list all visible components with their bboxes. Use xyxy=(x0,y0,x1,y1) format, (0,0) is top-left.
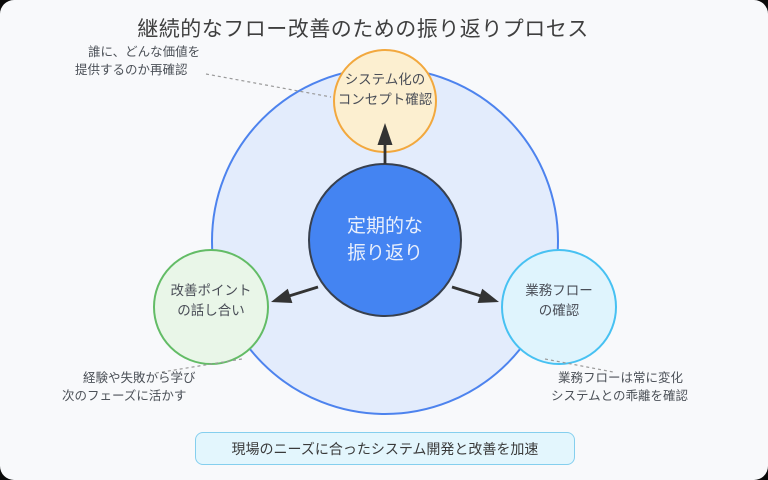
annotation-top-left-line2: 提供するのか再確認 xyxy=(75,63,188,77)
page-title: 継続的なフロー改善のための振り返りプロセス xyxy=(137,18,589,41)
annotation-bottom-right-line2: システムとの乖離を確認 xyxy=(551,389,689,403)
annotation-bottom-left-line2: 次のフェーズに活かす xyxy=(62,389,187,403)
footer-summary-text: 現場のニーズに合ったシステム開発と改善を加速 xyxy=(231,440,539,457)
workflow-check-circle xyxy=(501,249,617,365)
workflow-check-line1: 業務フロー xyxy=(525,283,593,298)
improvement-discussion-line1: 改善ポイント xyxy=(170,283,252,298)
concept-check-line2: コンセプト確認 xyxy=(337,92,433,107)
arrow-left-head-icon xyxy=(271,288,293,303)
footer-summary-box: 現場のニーズに合ったシステム開発と改善を加速 xyxy=(195,432,575,465)
concept-check-line1: システム化の xyxy=(344,72,426,87)
center-label-line1: 定期的な xyxy=(346,216,423,237)
workflow-check-label: 業務フロー の確認 xyxy=(484,273,634,329)
dashed-line-bottom-left xyxy=(155,358,243,374)
annotation-bottom-left-line1: 経験や失敗から学び xyxy=(83,371,196,385)
arrow-right-shaft xyxy=(451,285,482,298)
arrow-group xyxy=(271,123,499,303)
arrow-up-head-icon xyxy=(377,123,393,145)
arrow-left-shaft xyxy=(288,285,319,298)
improvement-discussion-label: 改善ポイント の話し合い xyxy=(136,273,286,329)
center-circle-label: 定期的な 振り返り xyxy=(309,164,461,316)
center-label-line2: 振り返り xyxy=(346,243,423,264)
annotation-top-left-line1: 誰に、どんな価値を xyxy=(88,45,201,59)
concept-check-label: システム化の コンセプト確認 xyxy=(310,62,460,118)
workflow-check-line2: の確認 xyxy=(538,303,580,318)
annotation-bottom-right-line1: 業務フローは常に変化 xyxy=(558,371,684,385)
arrow-right-head-icon xyxy=(477,288,499,303)
improvement-discussion-line2: の話し合い xyxy=(177,303,245,318)
dashed-connector-group xyxy=(155,73,614,374)
